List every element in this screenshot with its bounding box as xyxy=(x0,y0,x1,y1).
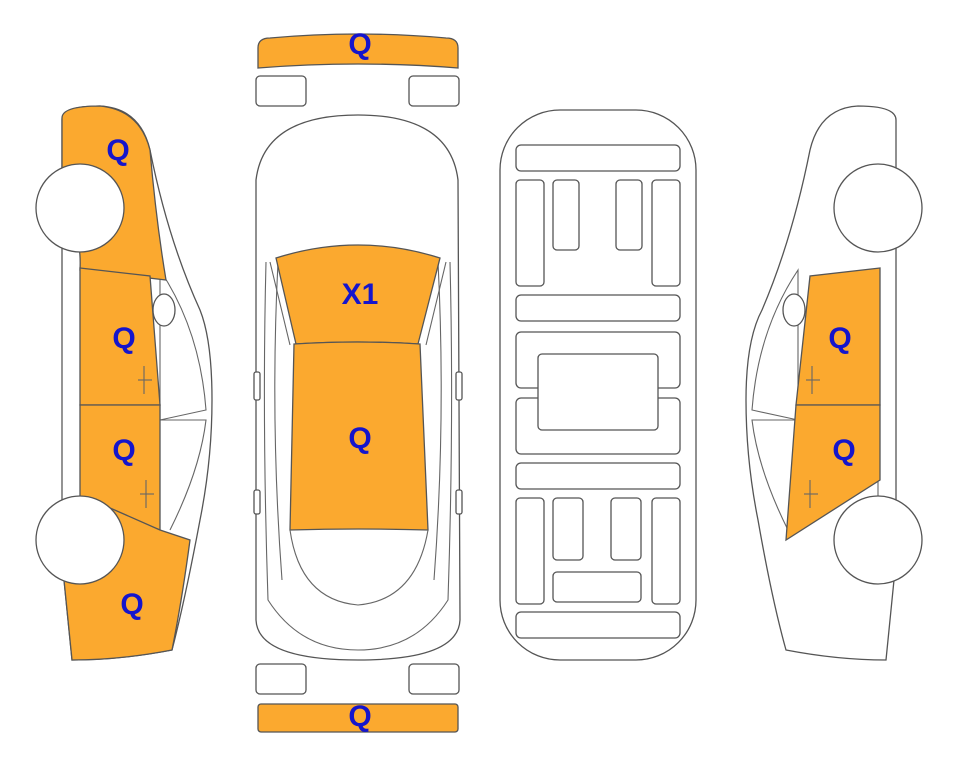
headlight-right xyxy=(408,75,460,107)
label-hood: X1 xyxy=(342,278,379,311)
left-side-view: Q Q Q Q xyxy=(35,105,213,661)
headlight-left xyxy=(255,75,307,107)
label-right-front-door: Q xyxy=(828,322,851,355)
left-front-wheel xyxy=(35,163,125,253)
right-side-view: Q Q xyxy=(745,105,923,661)
label-left-front-door: Q xyxy=(112,322,135,355)
left-rear-wheel xyxy=(35,495,125,585)
label-roof: Q xyxy=(348,422,371,455)
label-rear-bumper: Q xyxy=(348,700,371,733)
label-front-bumper: Q xyxy=(348,28,371,61)
label-left-rear-quarter: Q xyxy=(120,588,143,621)
label-left-front-fender: Q xyxy=(106,134,129,167)
panel-rear-bumper[interactable] xyxy=(257,703,459,733)
taillight-right xyxy=(408,663,460,695)
right-rear-wheel xyxy=(833,495,923,585)
right-front-wheel xyxy=(833,163,923,253)
top-view: Q X1 Q Q xyxy=(253,28,463,733)
taillight-left xyxy=(255,663,307,695)
label-right-rear-door: Q xyxy=(832,434,855,467)
underbody-view xyxy=(499,109,697,661)
label-left-rear-door: Q xyxy=(112,434,135,467)
panel-front-bumper[interactable] xyxy=(257,33,459,69)
